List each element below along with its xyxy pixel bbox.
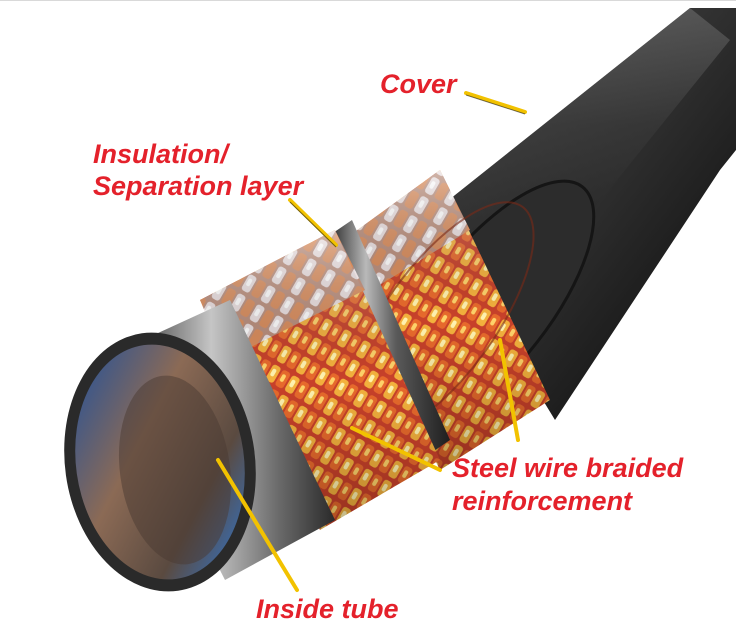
inside-tube-label: Inside tube [256, 594, 399, 624]
steel-label-line2: reinforcement [452, 486, 633, 516]
cover-label: Cover [380, 69, 457, 99]
insulation-label-line1: Insulation/ [93, 139, 228, 169]
insulation-leader [288, 198, 338, 247]
separation-layer [330, 220, 450, 455]
inside-tube [64, 300, 335, 592]
leader-lines [216, 91, 527, 592]
cover-leader [464, 91, 527, 114]
top-divider [0, 0, 736, 1]
steel-leader-1 [498, 338, 520, 442]
steel-label-line1: Steel wire braided [452, 453, 684, 483]
steel-leader-2 [350, 426, 442, 472]
insulation-label-line2: Separation layer [93, 171, 304, 201]
inside-tube-leader [216, 458, 299, 592]
